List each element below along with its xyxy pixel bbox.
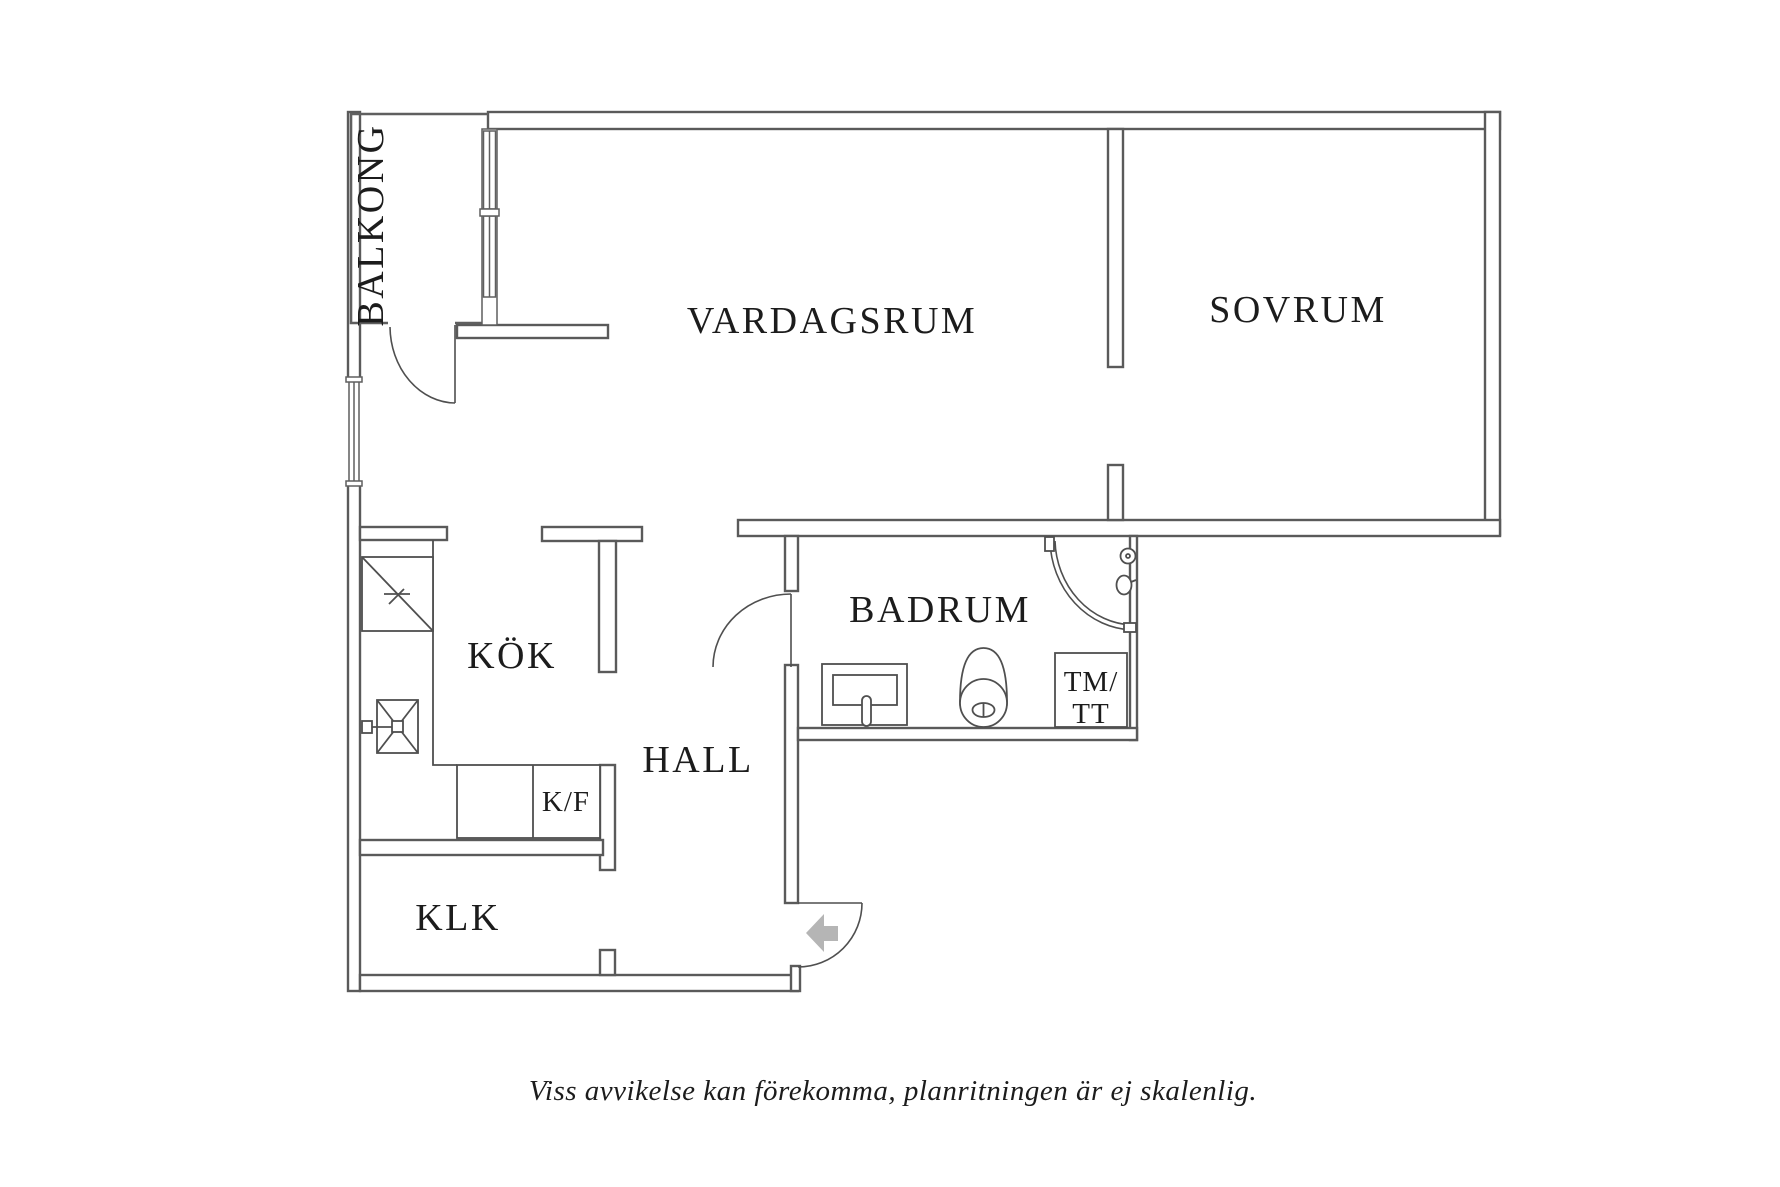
wall-klk-stub (598, 948, 617, 977)
window-left-sill-top (345, 376, 363, 383)
wall-bottom-exterior (358, 973, 800, 993)
badrum-sink-faucet (861, 695, 872, 727)
left-window (345, 376, 363, 487)
shower-hinge-side (1123, 622, 1137, 633)
label-balkong: BALKONG (350, 123, 392, 326)
balcony-door-swing (389, 326, 456, 404)
shower-handle (1115, 574, 1133, 596)
window-mullion (479, 208, 500, 217)
shower-glass-inner (1054, 540, 1133, 626)
doors (389, 325, 863, 968)
wall-badrum-bottom (796, 726, 1139, 742)
label-washer-line1: TM/ (1064, 666, 1119, 698)
kok-counter-edge (432, 540, 457, 766)
wall-kok-top (358, 525, 449, 542)
stove-tick-cross (388, 588, 405, 605)
label-hall: HALL (642, 739, 753, 781)
wall-vardagsrum-partial (455, 323, 610, 340)
wall-badrum-jamb (783, 534, 800, 593)
wall-entry-block (789, 964, 802, 993)
label-kok: KÖK (467, 635, 557, 677)
kitchen-fixtures (361, 540, 601, 839)
washer-dryer (1054, 652, 1128, 728)
wall-sovrum-bottom (736, 518, 1502, 538)
wall-hall-east (783, 663, 800, 905)
labels: BALKONG VARDAGSRUM SOVRUM KÖK BADRUM HAL… (350, 123, 1387, 939)
kok-sink-drain (391, 720, 404, 733)
entry-door-swing (797, 902, 863, 968)
label-vardagsrum: VARDAGSRUM (687, 300, 977, 342)
fridge-freezer (456, 764, 601, 839)
wall-right-exterior (1483, 110, 1502, 537)
label-fridge-freezer: K/F (542, 786, 590, 818)
window-left-sill-bottom (345, 480, 363, 487)
balcony-railing (349, 112, 488, 325)
wall-badrum-east (1128, 534, 1139, 742)
label-klk: KLK (415, 897, 501, 939)
wall-left-lower (346, 481, 362, 993)
wall-t-bar (540, 525, 644, 543)
label-badrum: BADRUM (849, 589, 1031, 631)
wall-t-stem (597, 539, 618, 674)
shower-head (1119, 547, 1137, 565)
bathroom-fixtures (821, 536, 1137, 728)
disclaimer-text: Viss avvikelse kan förekomma, planritnin… (529, 1075, 1257, 1107)
shower-glass-outer (1049, 540, 1133, 631)
wall-kok-klk (358, 838, 605, 857)
kok-faucet (361, 720, 373, 734)
wall-sovrum-west-lower (1106, 463, 1125, 522)
walls (346, 110, 1502, 993)
label-sovrum: SOVRUM (1209, 289, 1387, 331)
wall-top-exterior (486, 110, 1502, 131)
entry-arrow-icon (806, 914, 838, 952)
wall-sovrum-west-upper (1106, 127, 1125, 369)
shower-handle-tick (1130, 579, 1137, 583)
label-washer-line2: TT (1072, 698, 1109, 730)
shower-head-dot (1125, 553, 1131, 559)
balcony (349, 112, 500, 326)
badrum-door-swing (712, 593, 792, 668)
shower-hinge-top (1044, 536, 1055, 552)
